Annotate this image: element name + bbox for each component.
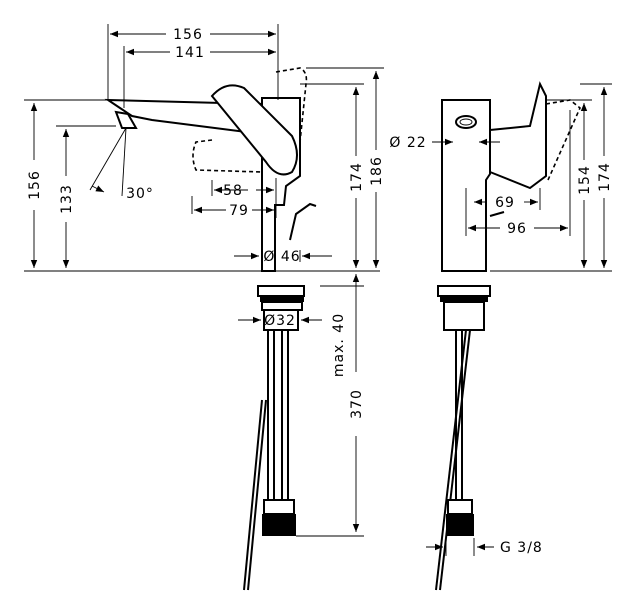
label-154: 154 <box>577 165 593 195</box>
aerator-outlet-inner <box>459 118 473 126</box>
side-connector-bottom <box>446 514 474 536</box>
base-ring <box>257 285 305 297</box>
side-base-nut <box>440 296 488 302</box>
dimension-labels: 156 141 156 133 30° 58 79 174 186 Ø 46 Ø… <box>27 27 613 556</box>
side-view <box>435 81 581 591</box>
label-141: 141 <box>175 45 205 61</box>
label-133: 133 <box>59 184 75 214</box>
label-30deg: 30° <box>126 186 154 202</box>
aerator <box>114 110 138 129</box>
label-d22: Ø 22 <box>389 135 426 151</box>
connector-top <box>263 499 295 515</box>
side-cable-b <box>439 329 471 591</box>
side-handle <box>489 81 547 190</box>
label-370: 370 <box>349 389 365 419</box>
label-g38: G 3/8 <box>500 540 543 556</box>
shank-top <box>261 301 303 311</box>
side-base-ring <box>437 285 491 297</box>
label-d46: Ø 46 <box>263 249 300 265</box>
label-96: 96 <box>507 221 527 237</box>
label-156-top: 156 <box>173 27 203 43</box>
popup-cable-b <box>247 399 267 591</box>
label-174-front: 174 <box>349 162 365 192</box>
label-186: 186 <box>369 156 385 186</box>
side-mount <box>443 301 485 331</box>
side-popup-rod <box>489 211 505 217</box>
label-max40: max. 40 <box>331 313 347 377</box>
base-nut <box>260 296 304 302</box>
front-view <box>104 67 317 591</box>
popup-cable <box>243 399 263 591</box>
popup-rod <box>289 202 317 241</box>
connector-bottom <box>262 514 296 536</box>
label-69: 69 <box>495 195 515 211</box>
label-79: 79 <box>229 203 249 219</box>
label-d32: Ø32 <box>264 313 296 329</box>
side-handle-alt <box>545 99 581 181</box>
lever-alt-down <box>192 139 263 173</box>
label-174-side: 174 <box>597 162 613 192</box>
side-connector <box>447 499 473 515</box>
label-156-left: 156 <box>27 170 43 200</box>
dimension-lines <box>24 24 612 556</box>
lever-handle <box>210 84 298 176</box>
aerator-outlet <box>455 115 477 129</box>
label-58: 58 <box>223 183 243 199</box>
